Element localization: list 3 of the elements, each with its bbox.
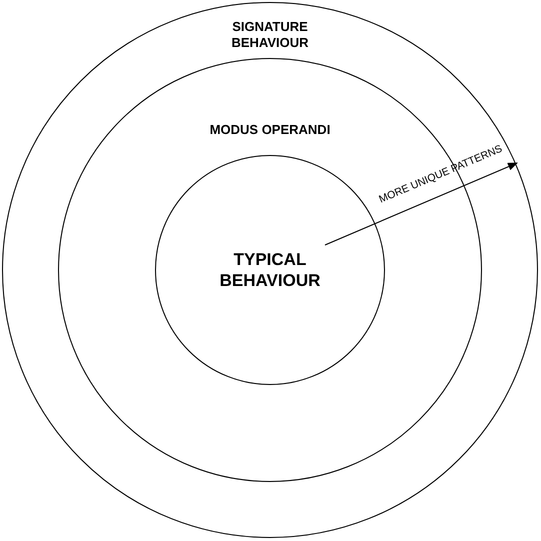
- ring-label: MODUS OPERANDI: [208, 122, 332, 138]
- ring-label: TYPICAL BEHAVIOUR: [218, 248, 322, 292]
- ring-label: SIGNATURE BEHAVIOUR: [230, 19, 310, 52]
